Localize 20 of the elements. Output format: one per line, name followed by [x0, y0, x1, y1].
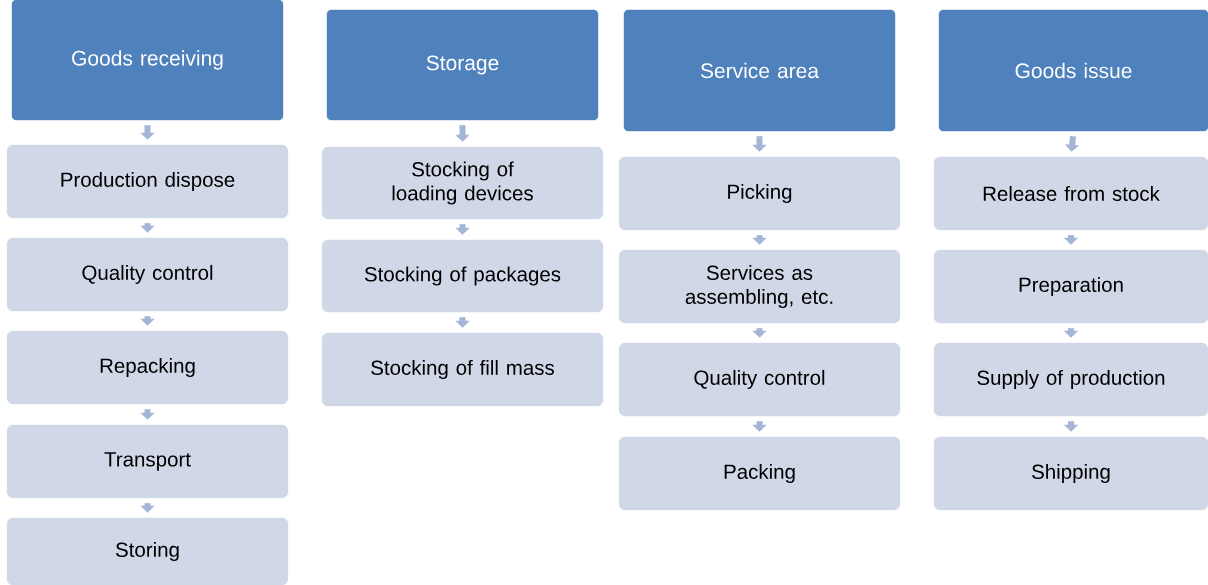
step-box: Picking	[618, 156, 901, 231]
step-box: Stocking of fill mass	[321, 332, 604, 407]
header-box: Goods issue	[938, 9, 1208, 132]
step-box: Transport	[6, 424, 289, 499]
step-box: Stocking of packages	[321, 239, 604, 313]
header-box: Storage	[326, 9, 599, 121]
step-box: Quality control	[618, 342, 901, 417]
step-box: Packing	[618, 436, 901, 511]
step-box: Shipping	[933, 436, 1208, 511]
step-box: Production dispose	[6, 144, 289, 219]
step-box: Quality control	[6, 237, 289, 312]
step-box: Release from stock	[933, 156, 1208, 231]
header-box: Service area	[623, 9, 896, 132]
header-box: Goods receiving	[11, 0, 284, 121]
step-box: Stocking of loading devices	[321, 146, 604, 220]
step-box: Storing	[6, 517, 289, 585]
step-box: Services as assembling, etc.	[618, 249, 901, 324]
step-box: Preparation	[933, 249, 1208, 324]
step-box: Repacking	[6, 330, 289, 405]
step-box: Supply of production	[933, 342, 1208, 417]
